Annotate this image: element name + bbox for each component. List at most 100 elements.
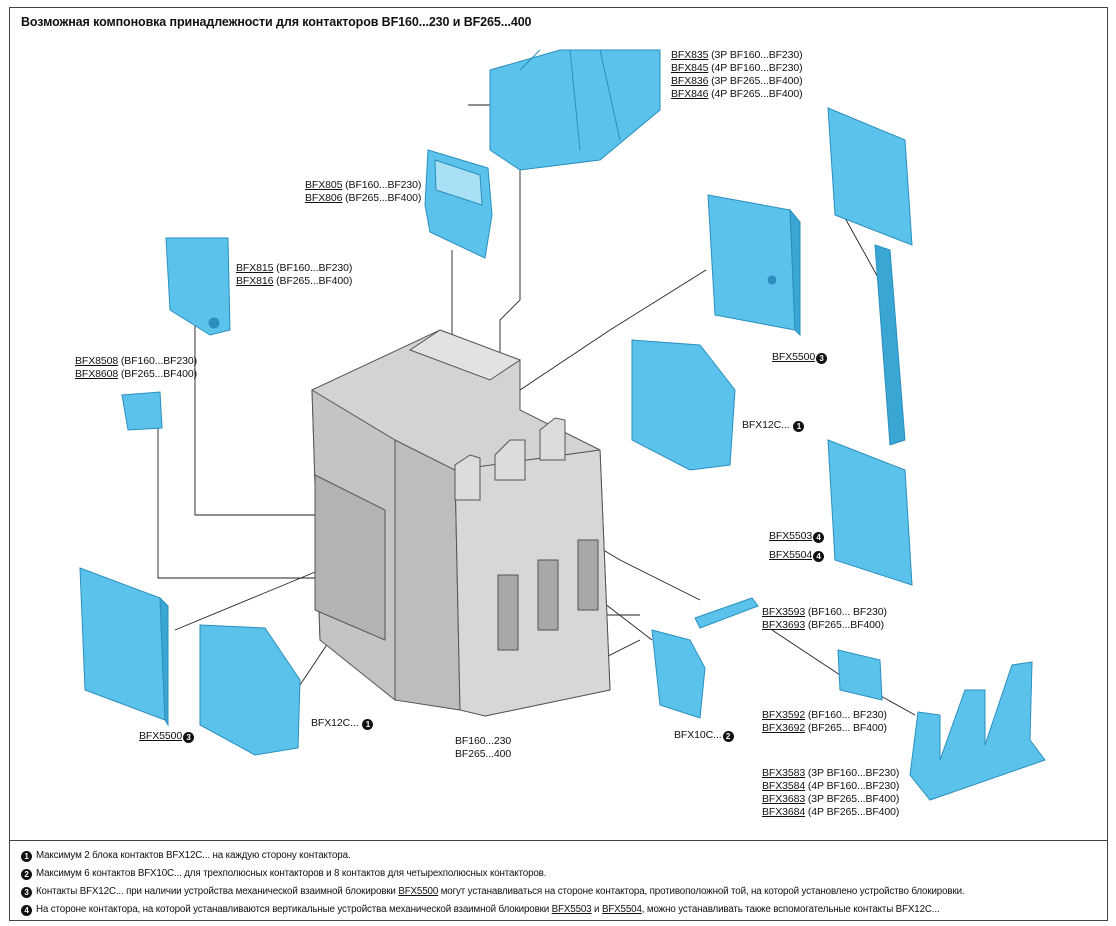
label-line: BF265...400	[455, 748, 512, 760]
part-code: BFX5500	[139, 730, 183, 742]
footnote-code: BFX5503	[551, 904, 592, 915]
part-code: BFX3683	[762, 793, 806, 805]
footnote-mark: 4	[813, 551, 825, 562]
part-desc: (4P BF160...BF230)	[708, 62, 803, 74]
part-code: BFX3692	[762, 722, 806, 734]
label-line: BFX3583 (3P BF160...BF230)	[762, 767, 899, 780]
part-desc: (BF160... BF230)	[805, 709, 887, 721]
bar-bfx3592	[837, 649, 883, 701]
label-line: BFX805 (BF160...BF230)	[305, 179, 421, 192]
label-bfx805-group: BFX805 (BF160...BF230) BFX806 (BF265...B…	[305, 179, 421, 205]
part-code: BFX846	[671, 88, 709, 100]
footnote-code: BFX5500	[398, 886, 439, 897]
busbar-bfx3583	[909, 661, 1046, 801]
label-bfx835-group: BFX835 (3P BF160...BF230) BFX845 (4P BF1…	[671, 49, 803, 101]
footnote-code: BFX5504	[601, 904, 642, 915]
label-bfx3583-group: BFX3583 (3P BF160...BF230) BFX3584 (4P B…	[762, 767, 899, 819]
label-line: BFX816 (BF265...BF400)	[236, 275, 352, 288]
label-line: BFX3593 (BF160... BF230)	[762, 606, 887, 619]
part-desc: (4P BF265...BF400)	[708, 88, 803, 100]
part-code: BFX815	[236, 262, 274, 274]
accessory-bfx8508	[121, 391, 163, 431]
part-desc: (4P BF265...BF400)	[805, 806, 900, 818]
label-line: BFX3692 (BF265... BF400)	[762, 722, 887, 735]
label-bfx3592-group: BFX3592 (BF160... BF230) BFX3692 (BF265.…	[762, 709, 887, 735]
footnote-mark: 4	[21, 905, 32, 916]
part-desc: (BF160...BF230)	[342, 179, 422, 191]
contact-block-bfx12c-right	[631, 339, 736, 471]
interlock-bfx5500-right	[707, 194, 801, 337]
footnote-4: 4 На стороне контактора, на которой устан…	[21, 904, 940, 916]
part-code: BFX5503	[769, 530, 813, 542]
label-line: BFX3592 (BF160... BF230)	[762, 709, 887, 722]
part-desc: (BF160...BF230)	[118, 355, 198, 367]
label-line: BFX815 (BF160...BF230)	[236, 262, 352, 275]
part-code: BFX836	[671, 75, 709, 87]
part-desc: (BF160...BF230)	[273, 262, 353, 274]
part-desc: (BF265...BF400)	[805, 619, 885, 631]
label-line: BFX806 (BF265...BF400)	[305, 192, 421, 205]
footnote-mark: 2	[722, 731, 734, 742]
accessory-bfx805	[424, 149, 493, 259]
part-code: BFX5504	[769, 549, 813, 561]
accessory-cover-bfx835	[489, 49, 661, 171]
part-code: BFX8508	[75, 355, 119, 367]
part-code: BFX805	[305, 179, 343, 191]
part-desc: (BF265...BF400)	[273, 275, 353, 287]
page-title: Возможная компоновка принадлежности для …	[21, 15, 532, 29]
interlock-bfx5500-left	[79, 567, 169, 727]
page-frame	[9, 7, 1108, 921]
footnote-text: , можно устанавливать также вспомогатель…	[641, 904, 940, 915]
part-code: BFX12C...	[742, 419, 790, 431]
label-line: BFX845 (4P BF160...BF230)	[671, 62, 803, 75]
footnote-text: могут устанавливаться на стороне контакт…	[438, 886, 965, 897]
part-desc: (4P BF160...BF230)	[805, 780, 900, 792]
part-code: BFX806	[305, 192, 343, 204]
part-code: BFX3592	[762, 709, 806, 721]
part-desc: (3P BF160...BF230)	[708, 49, 803, 61]
footnote-mark: 3	[183, 732, 195, 743]
part-desc: (BF160... BF230)	[805, 606, 887, 618]
label-bfx10c: BFX10C...2	[674, 729, 734, 742]
part-code: BFX3593	[762, 606, 806, 618]
label-contactor: BF160...230 BF265...400	[455, 735, 511, 761]
footnote-mark: 1	[21, 851, 32, 862]
label-bfx815-group: BFX815 (BF160...BF230) BFX816 (BF265...B…	[236, 262, 352, 288]
part-code: BFX3684	[762, 806, 806, 818]
label-bfx12c-right: BFX12C... 1	[742, 419, 805, 432]
part-desc: (BF265... BF400)	[805, 722, 887, 734]
part-code: BFX835	[671, 49, 709, 61]
footnote-mark: 1	[362, 719, 374, 730]
part-code: BFX10C...	[674, 729, 722, 741]
label-line: BFX8508 (BF160...BF230)	[75, 355, 197, 368]
part-code: BFX12C...	[311, 717, 359, 729]
label-bfx8508-group: BFX8508 (BF160...BF230) BFX8608 (BF265..…	[75, 355, 197, 381]
contactor-body	[311, 329, 611, 717]
part-desc: (3P BF265...BF400)	[805, 793, 900, 805]
label-line: BFX836 (3P BF265...BF400)	[671, 75, 803, 88]
footnote-mark: 3	[816, 353, 828, 364]
part-code: BFX5500	[772, 351, 816, 363]
contact-block-bfx12c-left	[199, 624, 301, 756]
part-code: BFX8608	[75, 368, 119, 380]
bar-bfx3593	[694, 597, 759, 629]
part-code: BFX3693	[762, 619, 806, 631]
part-desc: (3P BF265...BF400)	[708, 75, 803, 87]
notes-divider	[9, 840, 1108, 841]
label-line: BF160...230	[455, 735, 512, 747]
part-code: BFX3583	[762, 767, 806, 779]
part-code: BFX845	[671, 62, 709, 74]
label-bfx12c-left: BFX12C... 1	[311, 717, 374, 730]
footnote-text: На стороне контактора, на которой устана…	[36, 904, 552, 915]
label-line: BFX8608 (BF265...BF400)	[75, 368, 197, 381]
label-line: BFX3683 (3P BF265...BF400)	[762, 793, 899, 806]
footnote-mark: 1	[793, 421, 805, 432]
footnote-text: и	[591, 904, 602, 915]
label-line: BFX3584 (4P BF160...BF230)	[762, 780, 899, 793]
